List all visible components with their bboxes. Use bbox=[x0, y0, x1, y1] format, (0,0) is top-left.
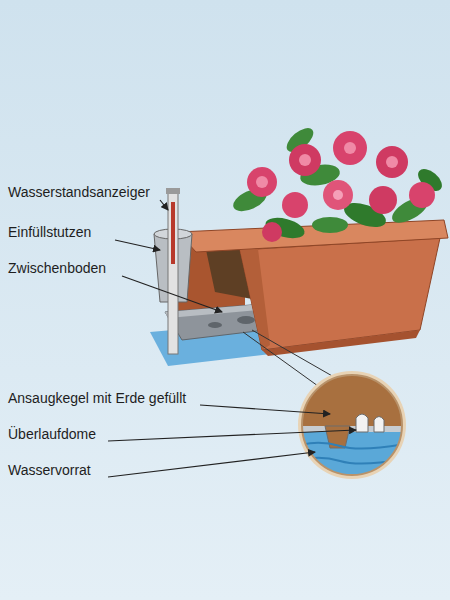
overflow-dome bbox=[374, 417, 384, 433]
blossom-center bbox=[333, 190, 343, 200]
blossom bbox=[369, 186, 397, 214]
leader-line bbox=[160, 200, 168, 210]
part-label: Einfüllstutzen bbox=[8, 224, 91, 240]
blossom bbox=[282, 192, 308, 218]
indicator-stick bbox=[171, 202, 175, 264]
inset-soil bbox=[300, 372, 405, 430]
leader-line bbox=[108, 430, 356, 441]
water-wave bbox=[300, 443, 405, 449]
detail-label: Überlaufdome bbox=[8, 426, 96, 442]
detail-inset bbox=[298, 371, 406, 479]
water-level-indicator bbox=[166, 188, 180, 354]
inset-connector bbox=[252, 330, 334, 377]
detail-label: Ansaugkegel mit Erde gefüllt bbox=[8, 390, 186, 406]
inset-connector bbox=[243, 332, 318, 386]
inset-content bbox=[300, 372, 405, 478]
inset-border bbox=[298, 371, 406, 479]
blossom bbox=[409, 182, 435, 208]
planter-base bbox=[262, 330, 420, 356]
blossom bbox=[247, 167, 277, 197]
blossom bbox=[323, 180, 353, 210]
part-label: Wasserstandsanzeiger bbox=[8, 184, 150, 200]
inset-ground bbox=[300, 372, 405, 478]
detail-label: Wasservorrat bbox=[8, 462, 91, 478]
leaf bbox=[312, 217, 348, 233]
floor-hole bbox=[208, 322, 222, 328]
leader-line bbox=[122, 276, 222, 312]
blossom-center bbox=[299, 154, 311, 166]
planter bbox=[150, 220, 448, 366]
flowers bbox=[230, 124, 446, 242]
leader-lines bbox=[108, 200, 356, 477]
part-label: Zwischenboden bbox=[8, 260, 106, 276]
leader-line bbox=[200, 405, 330, 414]
blossom bbox=[289, 144, 321, 176]
blossom-center bbox=[256, 176, 268, 188]
leader-line bbox=[108, 452, 315, 477]
planter-edge bbox=[240, 249, 270, 350]
floor-hole bbox=[237, 316, 255, 324]
leader-line bbox=[115, 240, 160, 250]
indicator-tube bbox=[168, 192, 178, 354]
inset-floor bbox=[300, 426, 405, 432]
blossom-center bbox=[386, 156, 398, 168]
blossom bbox=[262, 222, 282, 242]
indicator-cap bbox=[166, 188, 180, 194]
inset-water bbox=[300, 430, 405, 478]
inset-rim bbox=[302, 375, 402, 475]
blossom bbox=[376, 146, 408, 178]
blossom-center bbox=[344, 142, 356, 154]
overflow-dome bbox=[356, 414, 368, 432]
blossom bbox=[333, 131, 367, 165]
